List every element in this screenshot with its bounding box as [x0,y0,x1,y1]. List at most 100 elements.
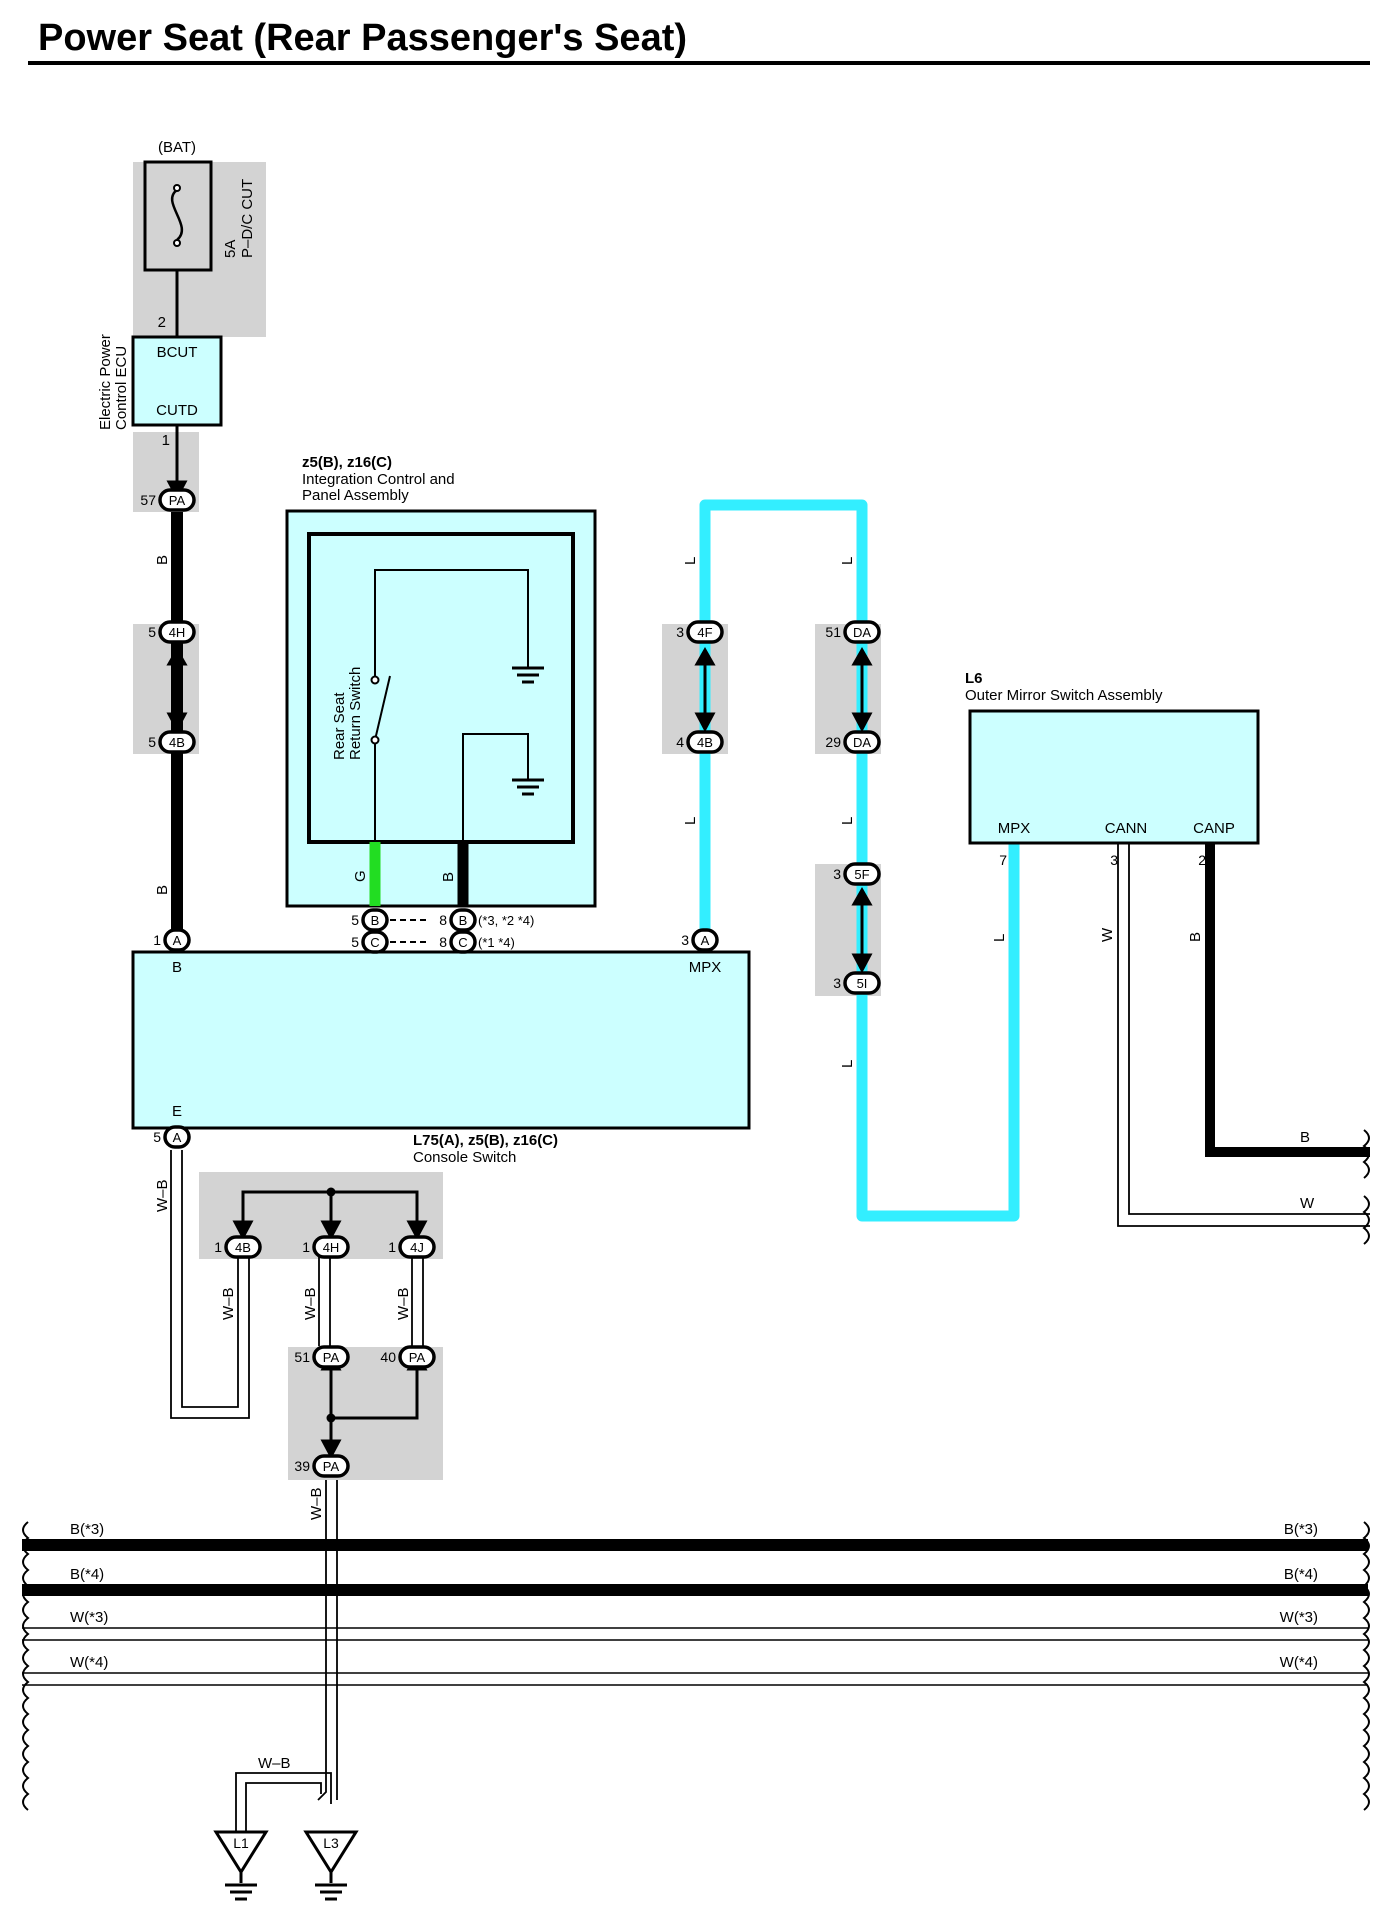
connector-pill [843,730,881,754]
connector-cA1: A1 [153,928,191,952]
mirror-pin-cann: 3 [1110,852,1118,868]
mirror-terminal-mpx: MPX [998,820,1031,837]
wire-label-wb4: W–B [395,1287,412,1320]
switch-name-line1: Rear Seat [331,692,348,760]
splice-point-icon [326,1413,336,1423]
mirror-switch-name: Outer Mirror Switch Assembly [965,687,1163,704]
connector-pin-number: 5 [351,934,359,950]
connector-pin-number: 4 [676,734,684,750]
connector-id: A [173,1130,182,1145]
connector-pin-number: 8 [439,912,447,928]
connector-pill [312,1345,350,1369]
connector-pill [449,908,477,932]
connector-id: B [459,913,468,928]
connector-pin-number: 5 [148,734,156,750]
console-terminal-mpx: MPX [689,959,722,976]
note-b: (*3, *2 *4) [478,913,534,928]
connector-id: 4J [410,1240,424,1255]
ecu-pin-bottom-number: 1 [162,432,170,449]
connector-id: 4F [697,625,712,640]
connector-da29: DA 29 [825,730,881,754]
wire-label-l4: L [839,817,856,825]
connector-pin-number: 1 [302,1239,310,1255]
bus-label-left: W(*3) [70,1609,108,1626]
connector-pin-number: 8 [439,934,447,950]
connector-pin-number: 51 [294,1349,310,1365]
fuse-source-label: (BAT) [158,139,196,156]
connector-cA5: A5 [153,1125,191,1149]
fuse-rating: 5A [222,240,239,258]
connector-pin-number: 39 [294,1458,310,1474]
ground-icon [223,1883,259,1901]
connector-c5f: 5F3 [833,862,881,886]
integration-panel-name2: Panel Assembly [302,487,409,504]
integration-panel-code: z5(B), z16(C) [302,454,392,471]
connector-pin-number: 3 [833,866,841,882]
ecu-name-line1: Electric Power [97,334,114,430]
switch-name-line2: Return Switch [347,667,364,760]
bus-label-right: B(*3) [1284,1521,1318,1538]
connector-pill [224,1235,262,1259]
connector-j4h: 4H1 [302,1235,350,1259]
connector-id: C [458,935,467,950]
switch-circuit [374,569,529,842]
wire-label-l3: L [839,557,856,565]
wire-label-b5: B [1300,1129,1310,1146]
wire-label-g: G [352,870,369,882]
connector-pill [163,1125,191,1149]
bus-lines [22,1539,1368,1686]
wire-label-w2: W [1300,1195,1315,1212]
connector-cC8: C8 [439,930,477,954]
connector-cB8: B8 [439,908,477,932]
console-terminal-b: B [172,959,182,976]
connector-id: B [371,913,380,928]
wire-label-b2: B [154,885,171,895]
ground-label-l3: L3 [323,1835,339,1851]
fuse-icon [170,188,184,241]
break-mark-icon [1362,1195,1370,1245]
console-terminal-e: E [172,1103,182,1120]
connector-id: 4B [169,735,185,750]
connector-j4j: 4J 1 [388,1235,436,1259]
connector-id: C [370,935,379,950]
connector-id: DA [853,735,871,750]
mirror-terminal-canp: CANP [1193,820,1235,837]
ground-icon [313,1883,349,1901]
connector-pin-number: 5 [351,912,359,928]
mirror-terminal-cann: CANN [1105,820,1148,837]
bus-label-left: W(*4) [70,1654,108,1671]
connector-pin-number: 3 [681,932,689,948]
connector-id: 4B [697,735,713,750]
bus-label-left: B(*3) [70,1521,104,1538]
wire-label-w1: W [1099,927,1116,942]
connector-pin-number: 1 [388,1239,396,1255]
connector-pill [312,1235,350,1259]
connector-pin-number: 5 [148,624,156,640]
connector-pill [158,730,196,754]
wire-label-l1: L [682,557,699,565]
connector-c4b: 4B 5 [148,730,196,754]
wire-label-wb2: W–B [220,1287,237,1320]
connector-pill [158,488,196,512]
connector-id: 5I [857,976,868,991]
connector-pill [398,1235,436,1259]
mirror-switch-box [968,709,1260,845]
connector-pill [312,1454,350,1478]
connector-j4b: 4B 1 [214,1235,262,1259]
wire-label-l6: L [991,934,1008,942]
connector-cA3: A3 [681,928,719,952]
wire-cyan-l [699,499,1020,1222]
connector-pin-number: 29 [825,734,841,750]
ecu-bcut-label: BCUT [157,344,198,361]
connector-id: PA [323,1459,340,1474]
connector-pill [398,1345,436,1369]
connector-pin-number: 5 [153,1129,161,1145]
wire-label-wb5: W–B [308,1487,325,1520]
connector-pin-number: 51 [825,624,841,640]
connector-pin-number: 1 [214,1239,222,1255]
connector-id: 4B [235,1240,251,1255]
